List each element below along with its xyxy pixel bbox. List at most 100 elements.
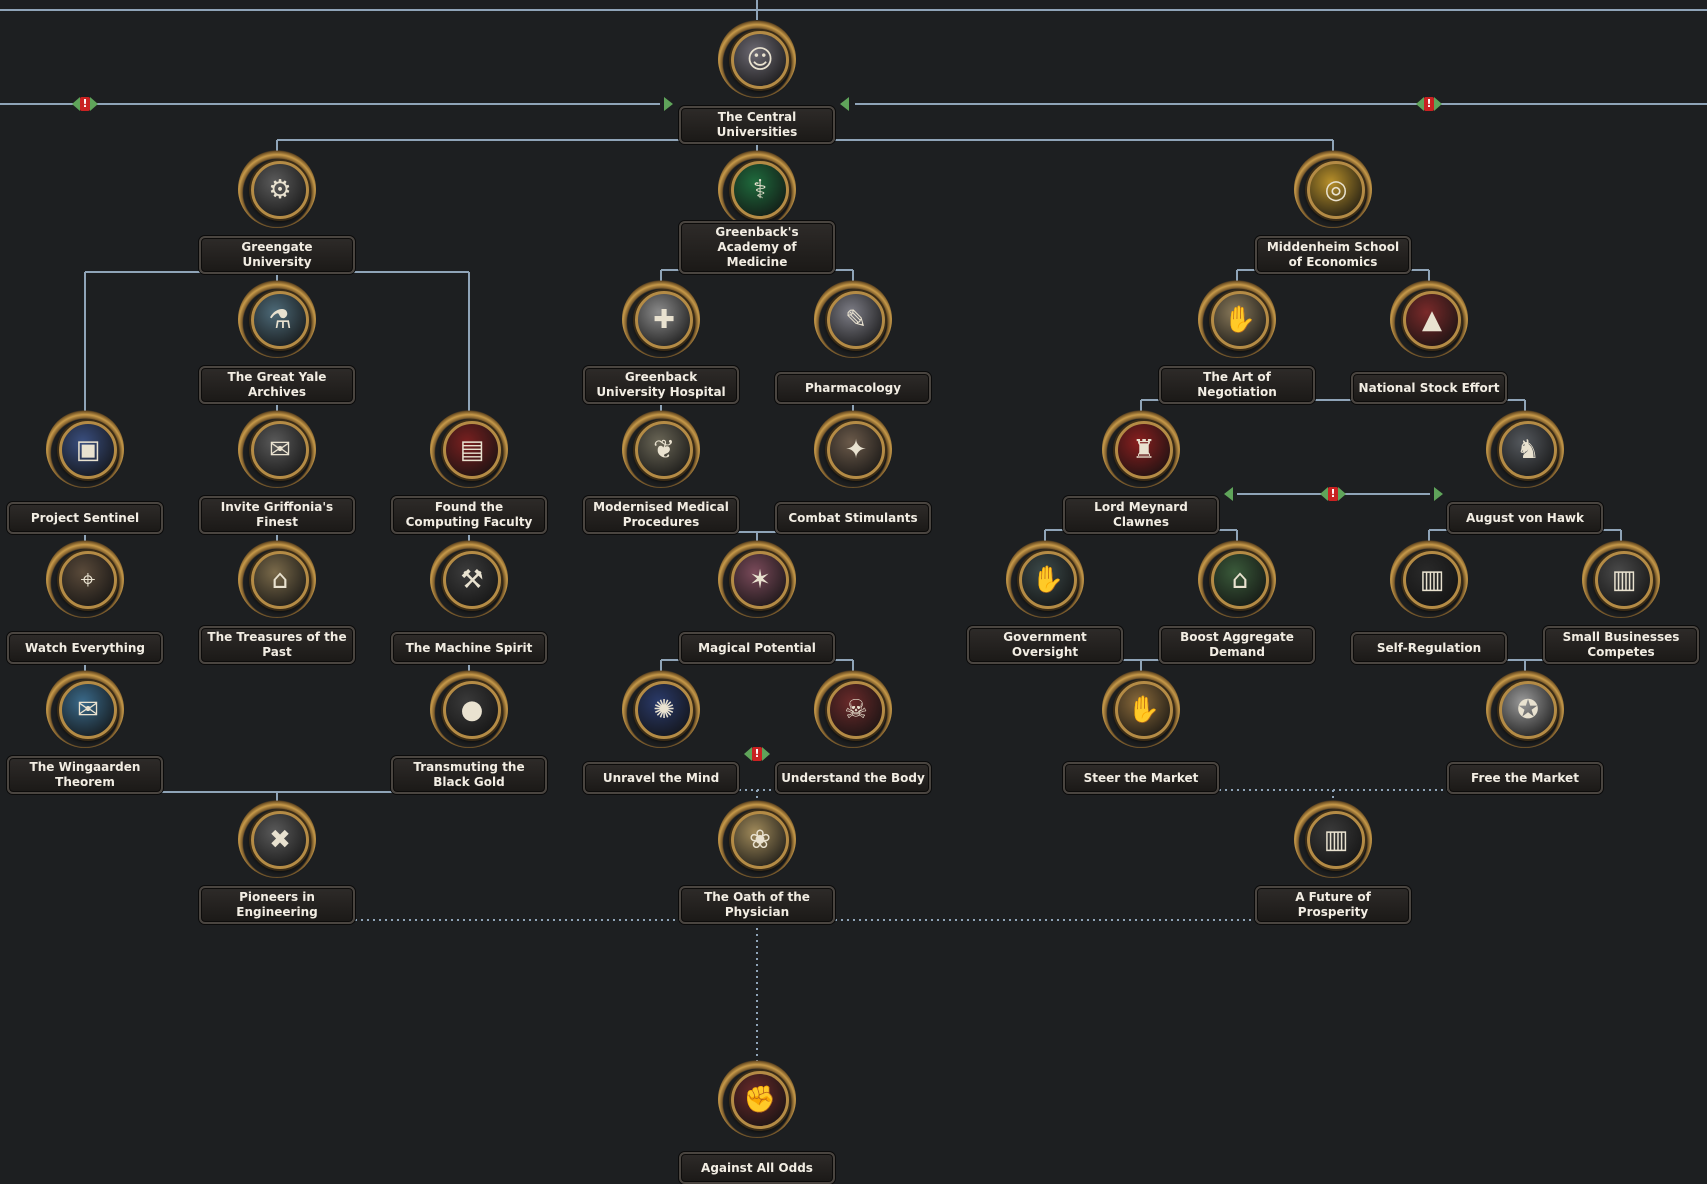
magic-star-icon: ✶ bbox=[718, 540, 796, 618]
focus-invite[interactable]: ✉ Invite Griffonia's Finest bbox=[197, 410, 357, 534]
factory-icon: ▥ bbox=[1582, 540, 1660, 618]
exclamation-icon: ! bbox=[752, 747, 762, 761]
focus-pharmacology[interactable]: ✎ Pharmacology bbox=[773, 280, 933, 404]
stock-chart-icon: ▲ bbox=[1390, 280, 1468, 358]
laboratory-flasks-icon: ⚗ bbox=[238, 280, 316, 358]
focus-label: Boost Aggregate Demand bbox=[1159, 626, 1315, 664]
arrow-right-icon bbox=[1434, 97, 1442, 111]
radio-tower-icon: ⌖ bbox=[46, 540, 124, 618]
scholar-portrait-icon: ☺ bbox=[718, 20, 796, 98]
focus-watch[interactable]: ⌖ Watch Everything bbox=[5, 540, 165, 664]
focus-label: Modernised Medical Procedures bbox=[583, 496, 739, 534]
focus-label: The Central Universities bbox=[679, 106, 835, 144]
focus-stimulants[interactable]: ✦Combat Stimulants bbox=[773, 410, 933, 534]
arrow-left-icon bbox=[72, 97, 80, 111]
terminal-icon: ▤ bbox=[430, 410, 508, 488]
brain-icon: ✺ bbox=[622, 670, 700, 748]
focus-smallbiz[interactable]: ▥Small Businesses Competes bbox=[1541, 540, 1701, 664]
focus-pioneers[interactable]: ✖Pioneers in Engineering bbox=[197, 800, 357, 924]
focus-label: Watch Everything bbox=[7, 632, 163, 664]
computer-icon: ▣ bbox=[46, 410, 124, 488]
eagle-coin-icon: ✪ bbox=[1486, 670, 1564, 748]
mutually-exclusive-icon: ! bbox=[744, 746, 770, 762]
focus-unravel[interactable]: ✺Unravel the Mind bbox=[581, 670, 741, 794]
focus-prosperity[interactable]: ▥A Future of Prosperity bbox=[1253, 800, 1413, 924]
skeleton-icon: ☠ bbox=[814, 670, 892, 748]
arrow-left-icon bbox=[744, 747, 752, 761]
focus-oversight[interactable]: ✋ Government Oversight bbox=[965, 540, 1125, 664]
focus-label: National Stock Effort bbox=[1351, 372, 1507, 404]
focus-label: Invite Griffonia's Finest bbox=[199, 496, 355, 534]
arrow-right-icon bbox=[1434, 487, 1443, 501]
handshake-icon: ✋ bbox=[1102, 670, 1180, 748]
grey-emblem-icon: ♞ bbox=[1486, 410, 1564, 488]
focus-label: The Oath of the Physician bbox=[679, 886, 835, 924]
focus-label: Understand the Body bbox=[775, 762, 931, 794]
focus-label: Magical Potential bbox=[679, 632, 835, 664]
sprout-icon: ❀ bbox=[718, 800, 796, 878]
focus-boost[interactable]: ⌂Boost Aggregate Demand bbox=[1157, 540, 1317, 664]
arrow-left-icon bbox=[1224, 487, 1233, 501]
focus-label: Government Oversight bbox=[967, 626, 1123, 664]
city-icon: ▥ bbox=[1294, 800, 1372, 878]
focus-hawk[interactable]: ♞ August von Hawk bbox=[1445, 410, 1605, 534]
focus-greenback[interactable]: ⚕Greenback's Academy of Medicine bbox=[677, 150, 837, 274]
focus-hospital[interactable]: ✚ Greenback University Hospital bbox=[581, 280, 741, 404]
focus-label: August von Hawk bbox=[1447, 502, 1603, 534]
syringe-icon: ✎ bbox=[814, 280, 892, 358]
focus-blackgold[interactable]: ●Transmuting the Black Gold bbox=[389, 670, 549, 794]
focus-free[interactable]: ✪Free the Market bbox=[1445, 670, 1605, 794]
arrow-right-icon bbox=[90, 97, 98, 111]
mutually-exclusive-icon: ! bbox=[1320, 486, 1346, 502]
focus-selfreg[interactable]: ▥Self-Regulation bbox=[1349, 540, 1509, 664]
focus-label: Middenheim School of Economics bbox=[1255, 236, 1411, 274]
shield-leaf-icon: ❦ bbox=[622, 410, 700, 488]
document-icon: ✉ bbox=[46, 670, 124, 748]
focus-modernised[interactable]: ❦ Modernised Medical Procedures bbox=[581, 410, 741, 534]
focus-machine[interactable]: ⚒ The Machine Spirit bbox=[389, 540, 549, 664]
briefcase-icon: ✉ bbox=[238, 410, 316, 488]
arrow-left-icon bbox=[1416, 97, 1424, 111]
focus-middenheim[interactable]: ◎Middenheim School of Economics bbox=[1253, 150, 1413, 274]
hospital-icon: ✚ bbox=[622, 280, 700, 358]
factory-icon: ⚒ bbox=[430, 540, 508, 618]
focus-central[interactable]: ☺ The Central Universities bbox=[677, 20, 837, 144]
focus-magical[interactable]: ✶ Magical Potential bbox=[677, 540, 837, 664]
focus-clawnes[interactable]: ♜Lord Meynard Clawnes bbox=[1061, 410, 1221, 534]
focus-label: The Machine Spirit bbox=[391, 632, 547, 664]
focus-yale[interactable]: ⚗The Great Yale Archives bbox=[197, 280, 357, 404]
handshake-icon: ✋ bbox=[1006, 540, 1084, 618]
arrow-right-icon bbox=[762, 747, 770, 761]
focus-wingaarden[interactable]: ✉ The Wingaarden Theorem bbox=[5, 670, 165, 794]
focus-against[interactable]: ✊Against All Odds bbox=[677, 1060, 837, 1184]
focus-label: Greengate University bbox=[199, 236, 355, 274]
focus-label: Pharmacology bbox=[775, 372, 931, 404]
focus-label: Combat Stimulants bbox=[775, 502, 931, 534]
exclamation-icon: ! bbox=[1424, 97, 1434, 111]
caduceus-icon: ⚕ bbox=[718, 150, 796, 228]
focus-label: The Art of Negotiation bbox=[1159, 366, 1315, 404]
focus-steer[interactable]: ✋ Steer the Market bbox=[1061, 670, 1221, 794]
focus-sentinel[interactable]: ▣ Project Sentinel bbox=[5, 410, 165, 534]
focus-negotiation[interactable]: ✋The Art of Negotiation bbox=[1157, 280, 1317, 404]
focus-body[interactable]: ☠ Understand the Body bbox=[773, 670, 933, 794]
focus-treasures[interactable]: ⌂The Treasures of the Past bbox=[197, 540, 357, 664]
oil-drop-icon: ● bbox=[430, 670, 508, 748]
red-emblem-icon: ♜ bbox=[1102, 410, 1180, 488]
gear-icon: ⚙ bbox=[238, 150, 316, 228]
focus-label: Greenback University Hospital bbox=[583, 366, 739, 404]
focus-label: Found the Computing Faculty bbox=[391, 496, 547, 534]
focus-label: Self-Regulation bbox=[1351, 632, 1507, 664]
focus-stock[interactable]: ▲ National Stock Effort bbox=[1349, 280, 1509, 404]
focus-label: Steer the Market bbox=[1063, 762, 1219, 794]
focus-label: Greenback's Academy of Medicine bbox=[679, 221, 835, 274]
focus-label: The Wingaarden Theorem bbox=[7, 756, 163, 794]
exclamation-icon: ! bbox=[1328, 487, 1338, 501]
armored-arm-icon: ✊ bbox=[718, 1060, 796, 1138]
focus-oath[interactable]: ❀ The Oath of the Physician bbox=[677, 800, 837, 924]
focus-computing[interactable]: ▤ Found the Computing Faculty bbox=[389, 410, 549, 534]
focus-label: Project Sentinel bbox=[7, 502, 163, 534]
exclamation-icon: ! bbox=[80, 97, 90, 111]
focus-greengate[interactable]: ⚙ Greengate University bbox=[197, 150, 357, 274]
